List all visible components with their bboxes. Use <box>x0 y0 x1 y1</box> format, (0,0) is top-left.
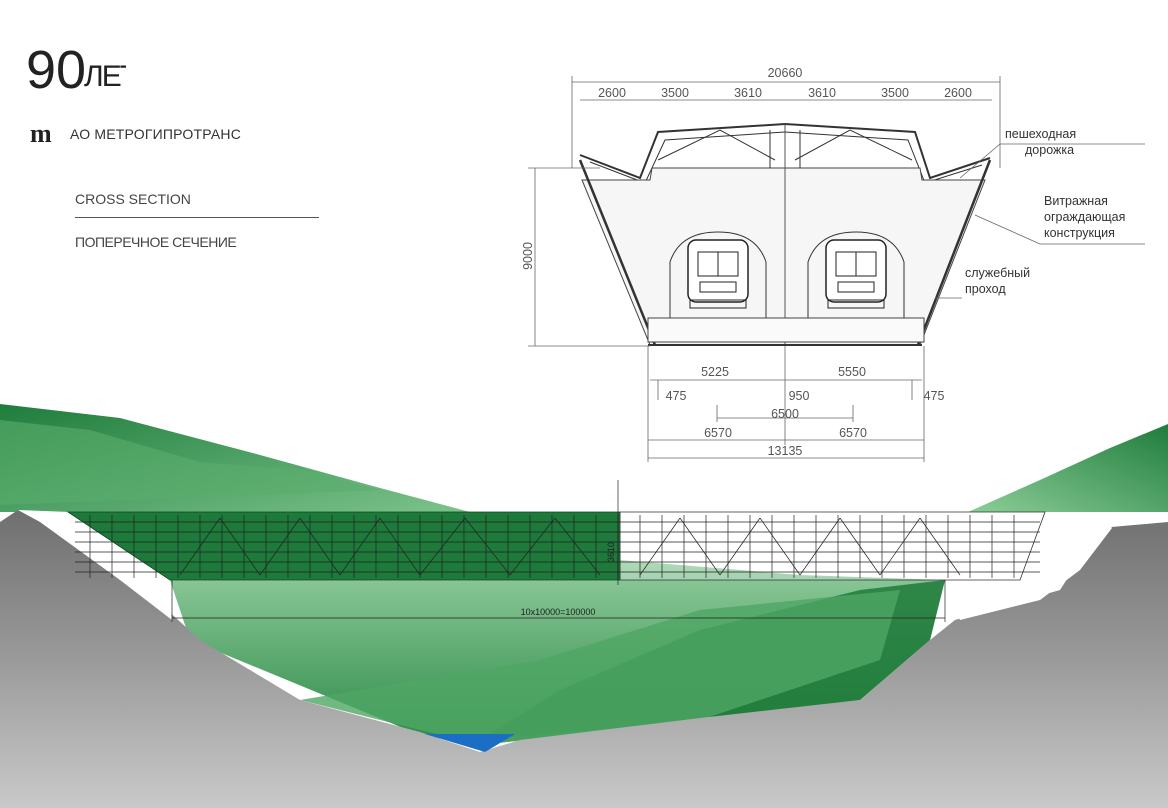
dim-center-gap: 950 <box>789 389 810 403</box>
valley-mid <box>300 590 900 745</box>
dim-base: 13135 <box>768 444 803 458</box>
dim-track-left: 5225 <box>701 365 729 379</box>
note-service-line2: проход <box>965 282 1006 296</box>
note-glazing-line3: конструкция <box>1044 226 1115 240</box>
truss-member <box>419 517 466 576</box>
truss-member <box>919 517 961 576</box>
landscape <box>0 404 1168 808</box>
truss-member <box>554 517 601 576</box>
truss-members <box>75 515 1040 578</box>
dim-centers: 6500 <box>771 407 799 421</box>
left-train-arch <box>669 231 767 320</box>
svg-text:90: 90 <box>26 40 86 96</box>
dimension-labels: 20660 2600 3500 3610 3610 3500 2600 9000… <box>521 66 972 458</box>
truss-member <box>259 517 301 576</box>
truss-member <box>679 517 721 576</box>
embankment-right <box>945 512 1112 620</box>
truss-member <box>179 517 221 576</box>
dim-seg-6: 2600 <box>944 86 972 100</box>
section-title-en: CROSS SECTION <box>75 191 191 207</box>
truss-member <box>639 517 681 576</box>
note-service-line1: служебный <box>965 266 1031 280</box>
ground <box>0 510 1168 808</box>
note-glazing: Витражная ограждающая конструкция <box>1044 193 1125 241</box>
dim-seg-4: 3610 <box>808 86 836 100</box>
dim-seg-1: 2600 <box>598 86 626 100</box>
truss-member <box>464 517 511 576</box>
metrogiprotrans-logo-icon: m <box>30 122 52 146</box>
leader-walkway <box>959 143 1145 179</box>
truss-member <box>799 517 841 576</box>
note-walkway: пешеходная дорожка <box>1005 126 1076 158</box>
anniversary-90-logo: 90 ЛЕТ <box>26 40 126 96</box>
truss-member <box>299 517 341 576</box>
truss-member <box>339 517 381 576</box>
truss-member <box>379 517 421 576</box>
note-walkway-line1: пешеходная <box>1005 127 1077 141</box>
dim-seg-2: 3500 <box>661 86 689 100</box>
right-train <box>825 239 887 309</box>
note-service: служебный проход <box>965 265 1030 297</box>
dimensions <box>528 76 1145 462</box>
dim-overall: 20660 <box>768 66 803 80</box>
water <box>425 734 515 752</box>
note-glazing-line1: Витражная <box>1044 194 1108 208</box>
dim-half-left: 6570 <box>704 426 732 440</box>
right-wall <box>916 159 992 346</box>
truss-member <box>719 517 761 576</box>
dim-edge-left: 475 <box>666 389 687 403</box>
station-section <box>578 122 992 346</box>
company-brand: m АО МЕТРОГИПРОТРАНС <box>30 122 241 146</box>
truss-member <box>879 517 921 576</box>
truss-member <box>759 517 801 576</box>
leader-glazing <box>974 214 1145 245</box>
roof-truss-left <box>657 129 776 161</box>
truss-member <box>509 517 556 576</box>
left-hill-light <box>0 420 380 505</box>
dim-edge-right: 475 <box>924 389 945 403</box>
dim-seg-5: 3500 <box>881 86 909 100</box>
dim-half-right: 6570 <box>839 426 867 440</box>
svg-text:m: m <box>30 122 52 146</box>
right-hill <box>968 424 1168 512</box>
left-wall <box>578 159 657 346</box>
bridge-truss-right <box>619 511 1046 581</box>
dim-height: 9000 <box>521 242 535 270</box>
dim-track-right: 5550 <box>838 365 866 379</box>
dim-seg-3: 3610 <box>734 86 762 100</box>
roof-truss-right <box>794 129 913 161</box>
left-train <box>687 239 749 309</box>
truss-member <box>839 517 881 576</box>
truss-height-label: 3610 <box>606 542 616 562</box>
span-label: 10x10000=100000 <box>521 607 596 617</box>
note-walkway-line2: дорожка <box>1025 143 1075 157</box>
right-train-arch <box>807 231 905 320</box>
company-name: АО МЕТРОГИПРОТРАНС <box>70 126 242 142</box>
truss-member <box>219 517 261 576</box>
note-glazing-line2: ограждающая <box>1044 210 1126 224</box>
station-deck <box>647 317 925 343</box>
bridge: 10x10000=100000 3610 <box>66 480 1046 622</box>
svg-text:ЛЕТ: ЛЕТ <box>84 60 126 93</box>
section-title-ru: ПОПЕРЕЧНОЕ СЕЧЕНИЕ <box>75 234 237 250</box>
section-divider <box>75 217 319 218</box>
